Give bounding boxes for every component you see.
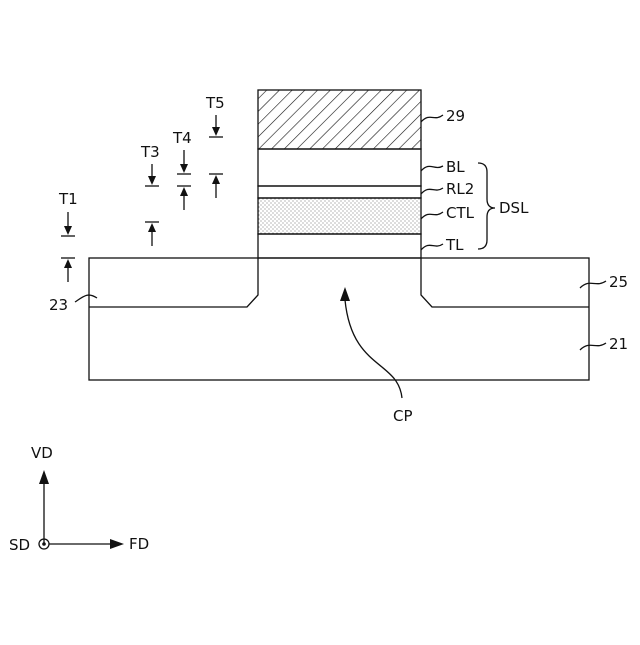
dsl-brace bbox=[478, 163, 495, 249]
layer-bl bbox=[258, 149, 421, 186]
sd-axis-dot bbox=[42, 542, 46, 546]
label-23: 23 bbox=[49, 296, 68, 314]
label-29: 29 bbox=[446, 107, 465, 125]
label-fd: FD bbox=[129, 535, 149, 553]
fd-arrow-head bbox=[110, 539, 124, 549]
label-t5: T5 bbox=[205, 94, 225, 112]
leader-21 bbox=[580, 343, 606, 350]
cp-arrow-head bbox=[340, 287, 350, 301]
label-vd: VD bbox=[31, 444, 53, 462]
label-tl: TL bbox=[445, 236, 464, 254]
label-cp: CP bbox=[393, 407, 413, 425]
cp-arrow-line bbox=[345, 300, 402, 398]
label-sd: SD bbox=[9, 536, 30, 554]
layer-ctl-dotted bbox=[258, 198, 421, 234]
vd-arrow-head bbox=[39, 470, 49, 484]
label-t3: T3 bbox=[140, 143, 160, 161]
label-t1: T1 bbox=[58, 190, 78, 208]
layer-23-boundary-right bbox=[421, 258, 589, 307]
leader-25 bbox=[580, 281, 606, 288]
label-rl2: RL2 bbox=[446, 180, 474, 198]
label-dsl: DSL bbox=[499, 199, 529, 217]
t5-arrow-down-head bbox=[212, 127, 220, 136]
layer-rl2 bbox=[258, 186, 421, 198]
leader-23 bbox=[75, 295, 97, 302]
leader-29 bbox=[421, 115, 443, 122]
label-t4: T4 bbox=[172, 129, 192, 147]
layer-23-boundary-left bbox=[89, 258, 258, 307]
layer-tl bbox=[258, 234, 421, 258]
t4-arrow-down-head bbox=[180, 164, 188, 173]
label-bl: BL bbox=[446, 158, 465, 176]
t1-arrow-down-head bbox=[64, 226, 72, 235]
leader-ctl bbox=[421, 212, 443, 219]
t3-arrow-down-head bbox=[148, 176, 156, 185]
leader-bl bbox=[421, 166, 443, 171]
leader-rl2 bbox=[421, 188, 443, 194]
label-ctl: CTL bbox=[446, 204, 475, 222]
label-25: 25 bbox=[609, 273, 628, 291]
substrate-21 bbox=[89, 258, 589, 380]
label-21: 21 bbox=[609, 335, 628, 353]
leader-tl bbox=[421, 244, 443, 250]
layer-29-hatched bbox=[258, 90, 421, 149]
